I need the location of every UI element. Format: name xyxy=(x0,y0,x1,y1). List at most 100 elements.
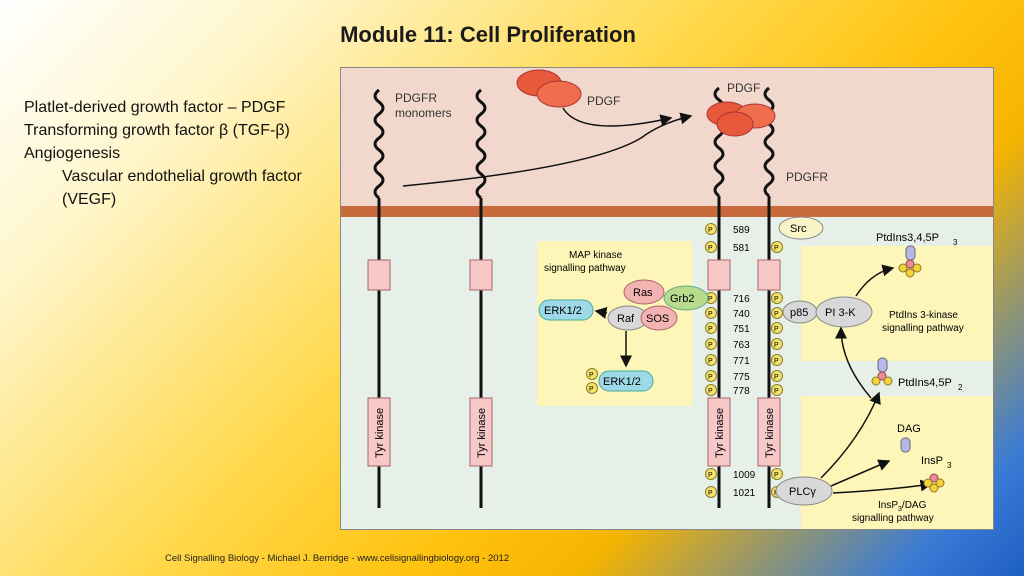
src-label: Src xyxy=(790,223,807,235)
grb2-label: Grb2 xyxy=(670,293,694,305)
phospho-p-label: P xyxy=(708,358,713,365)
tyr-kinase-label-2: Tyr kinase xyxy=(476,408,488,458)
phospho-circle-778-right xyxy=(771,384,783,396)
erk-phospho-p1-label: P xyxy=(589,372,594,379)
phospho-p-label: P xyxy=(774,374,779,381)
pdgf-free-2 xyxy=(536,80,582,108)
pip3-label: PtdIns3,4,5P xyxy=(876,232,939,244)
erk-phospho-p1 xyxy=(586,368,598,380)
plc-label: PLCγ xyxy=(789,486,816,498)
plc-to-pip2-arrow xyxy=(820,391,881,479)
p85-label: p85 xyxy=(790,307,808,319)
insp3-label: InsP xyxy=(921,455,943,467)
phospho-p-label: P xyxy=(708,472,713,479)
residue-label-763: 763 xyxy=(733,340,750,351)
bullet-vegf: Vascular endothelial growth factor (VEGF… xyxy=(62,168,302,208)
ras-protein xyxy=(623,279,665,305)
residue-label-1021: 1021 xyxy=(733,488,756,499)
phospho-circle-1009-left xyxy=(705,468,717,480)
pdgfr-monomer-2: Tyr kinase xyxy=(469,88,493,508)
phospho-p-label: P xyxy=(774,342,779,349)
erk-label: ERK1/2 xyxy=(544,305,582,317)
insp3-subscript: 3 xyxy=(947,461,952,470)
residue-label-778: 778 xyxy=(733,386,750,397)
phospho-circle-1021-left xyxy=(705,486,717,498)
phospho-p-label: P xyxy=(774,245,779,252)
raf-to-erk-arrow xyxy=(594,306,608,319)
insp3dag-suffix: /DAG xyxy=(902,500,927,511)
erk-phospho-protein xyxy=(598,370,654,392)
erk-protein xyxy=(538,299,594,321)
phospho-circle-1009-right xyxy=(771,468,783,480)
bullet-list: Platlet-derived growth factor – PDGF Tra… xyxy=(24,96,302,211)
pdgf-free-label: PDGF xyxy=(587,94,620,108)
pdgf-bound-label: PDGF xyxy=(727,81,760,95)
phospho-p-label: P xyxy=(774,358,779,365)
map-pathway-label-1: MAP kinase xyxy=(569,250,623,261)
phospho-circle-716-right xyxy=(771,292,783,304)
phospho-p-label: P xyxy=(774,326,779,333)
phospho-p-label: P xyxy=(708,374,713,381)
pdgfr-dimer: Tyr kinase Tyr kinase xyxy=(707,86,781,508)
phospho-p-label: P xyxy=(774,296,779,303)
pdgfr-monomers-label-1: PDGFR xyxy=(395,91,437,105)
phospho-p-label: P xyxy=(708,227,713,234)
plc-to-dag-arrow xyxy=(832,479,933,494)
map-pathway-label-2: signalling pathway xyxy=(544,263,626,274)
phospho-circle-771-left xyxy=(705,354,717,366)
phospho-circle-589-left xyxy=(705,223,717,235)
phospho-circle-751-right xyxy=(771,322,783,334)
pi3k-pathway-label-1: PtdIns 3-kinase xyxy=(889,310,958,321)
phospho-circle-581-left xyxy=(705,241,717,253)
phospho-circle-581-right xyxy=(771,241,783,253)
pip3-subscript: 3 xyxy=(953,238,958,247)
insp3dag-pathway-label-1: InsP3/DAG xyxy=(878,500,927,513)
residue-label-775: 775 xyxy=(733,372,750,383)
phospho-circle-751-left xyxy=(705,322,717,334)
dimerization-arrow xyxy=(402,112,693,187)
pdgf-binding-arrow xyxy=(562,107,673,127)
pdgfr-monomer-1: Tyr kinase xyxy=(367,88,391,508)
plc-panel xyxy=(801,396,993,529)
phospho-p-label: P xyxy=(774,311,779,318)
bullet-tgf: Transforming growth factor β (TGF-β) xyxy=(24,122,290,139)
sos-protein xyxy=(640,305,678,331)
phospho-circle-775-right xyxy=(771,370,783,382)
phospho-p-label: P xyxy=(708,311,713,318)
ras-label: Ras xyxy=(633,287,653,299)
plc-to-insp3-arrow xyxy=(830,459,891,487)
pi3k-to-pip3-arrow xyxy=(855,264,895,297)
slide-footer: Cell Signalling Biology - Michael J. Ber… xyxy=(165,553,510,564)
insp3dag-subscript: 3 xyxy=(898,506,902,513)
pi3k-label: PI 3-K xyxy=(825,307,856,319)
phospho-circle-740-left xyxy=(705,307,717,319)
phospho-circle-740-right xyxy=(771,307,783,319)
insp3dag-pathway-label-2: signalling pathway xyxy=(852,513,934,524)
residue-label-751: 751 xyxy=(733,324,750,335)
bullet-pdgf: Platlet-derived growth factor – PDGF xyxy=(24,99,286,116)
phospho-p-label: P xyxy=(708,326,713,333)
residue-label-771: 771 xyxy=(733,356,750,367)
sos-label: SOS xyxy=(646,313,669,325)
phospho-circle-763-right xyxy=(771,338,783,350)
phospho-p-label: P xyxy=(708,296,713,303)
raf-label: Raf xyxy=(617,313,635,325)
phospho-circle-775-left xyxy=(705,370,717,382)
residue-label-1009: 1009 xyxy=(733,470,756,481)
plasma-membrane xyxy=(341,206,993,217)
phospho-p-label: P xyxy=(708,245,713,252)
residue-label-581: 581 xyxy=(733,243,750,254)
erk-phospho-label: ERK1/2 xyxy=(603,376,641,388)
pdgfr-monomers-label-2: monomers xyxy=(395,106,452,120)
pip2-to-pi3k-arrow xyxy=(835,326,872,399)
tyr-kinase-label-4: Tyr kinase xyxy=(764,408,776,458)
slide-title: Module 11: Cell Proliferation xyxy=(340,22,636,47)
pdgf-bound-3 xyxy=(716,111,754,137)
bullet-angiogenesis: Angiogenesis xyxy=(24,145,121,162)
phospho-p-label: P xyxy=(708,490,713,497)
residue-label-589: 589 xyxy=(733,225,750,236)
phospho-circle-778-left xyxy=(705,384,717,396)
tyr-kinase-label-1: Tyr kinase xyxy=(374,408,386,458)
phospho-p-label: P xyxy=(708,342,713,349)
pip2-label: PtdIns4,5P xyxy=(898,377,952,389)
